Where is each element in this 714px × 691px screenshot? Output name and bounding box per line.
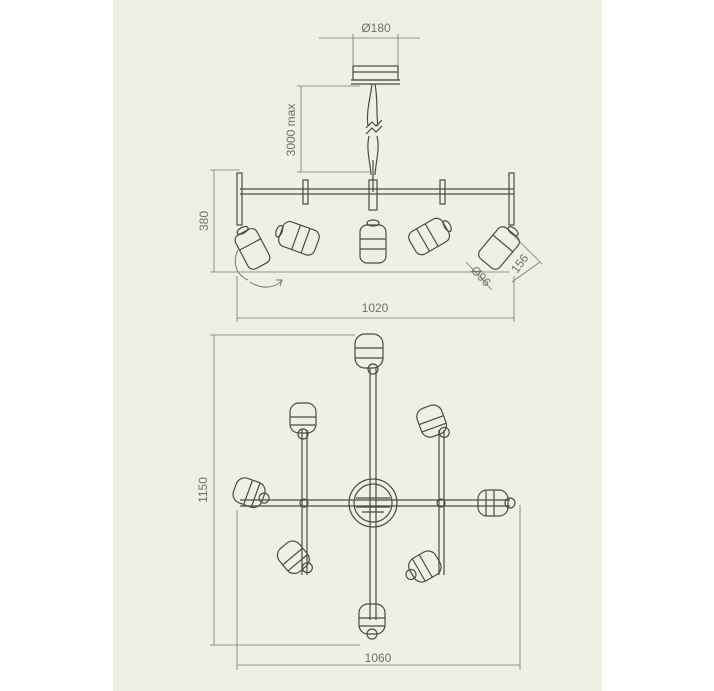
rotation-arrow-icon (234, 249, 283, 288)
side-shade-2 (275, 220, 320, 256)
top-shade-northwest (289, 402, 317, 440)
ceiling-canopy (351, 65, 400, 85)
top-shade-northeast (416, 404, 450, 439)
side-view (234, 65, 520, 288)
top-shade-southeast (405, 550, 442, 583)
top-shade-north (354, 333, 384, 375)
side-shade-4 (408, 217, 452, 256)
top-view (232, 333, 516, 640)
top-shade-east (477, 489, 516, 517)
suspension-cable (365, 83, 383, 192)
drawing-sheet (113, 0, 602, 691)
top-frame (240, 368, 510, 620)
horizontal-bar (236, 172, 515, 226)
top-shade-west (232, 477, 270, 509)
dimension-labels: Ø180 3000 max 380 1020 Ø96 156 1150 1060 (196, 21, 532, 665)
top-shade-southwest (276, 540, 313, 575)
cable-length-label: 3000 max (284, 104, 298, 157)
side-shade-5 (478, 226, 520, 270)
top-width-label: 1060 (365, 651, 392, 665)
top-canopy (348, 478, 398, 528)
side-dimensions (210, 34, 543, 322)
side-width-label: 1020 (362, 301, 389, 315)
side-shade-1 (234, 225, 271, 270)
canopy-diameter-label: Ø180 (361, 21, 391, 35)
side-shade-3 (359, 219, 387, 264)
top-depth-label: 1150 (196, 477, 210, 503)
height-label: 380 (197, 211, 211, 231)
shade-length-label: 156 (508, 251, 531, 276)
top-shade-south (358, 603, 386, 640)
top-dimensions (210, 334, 521, 670)
